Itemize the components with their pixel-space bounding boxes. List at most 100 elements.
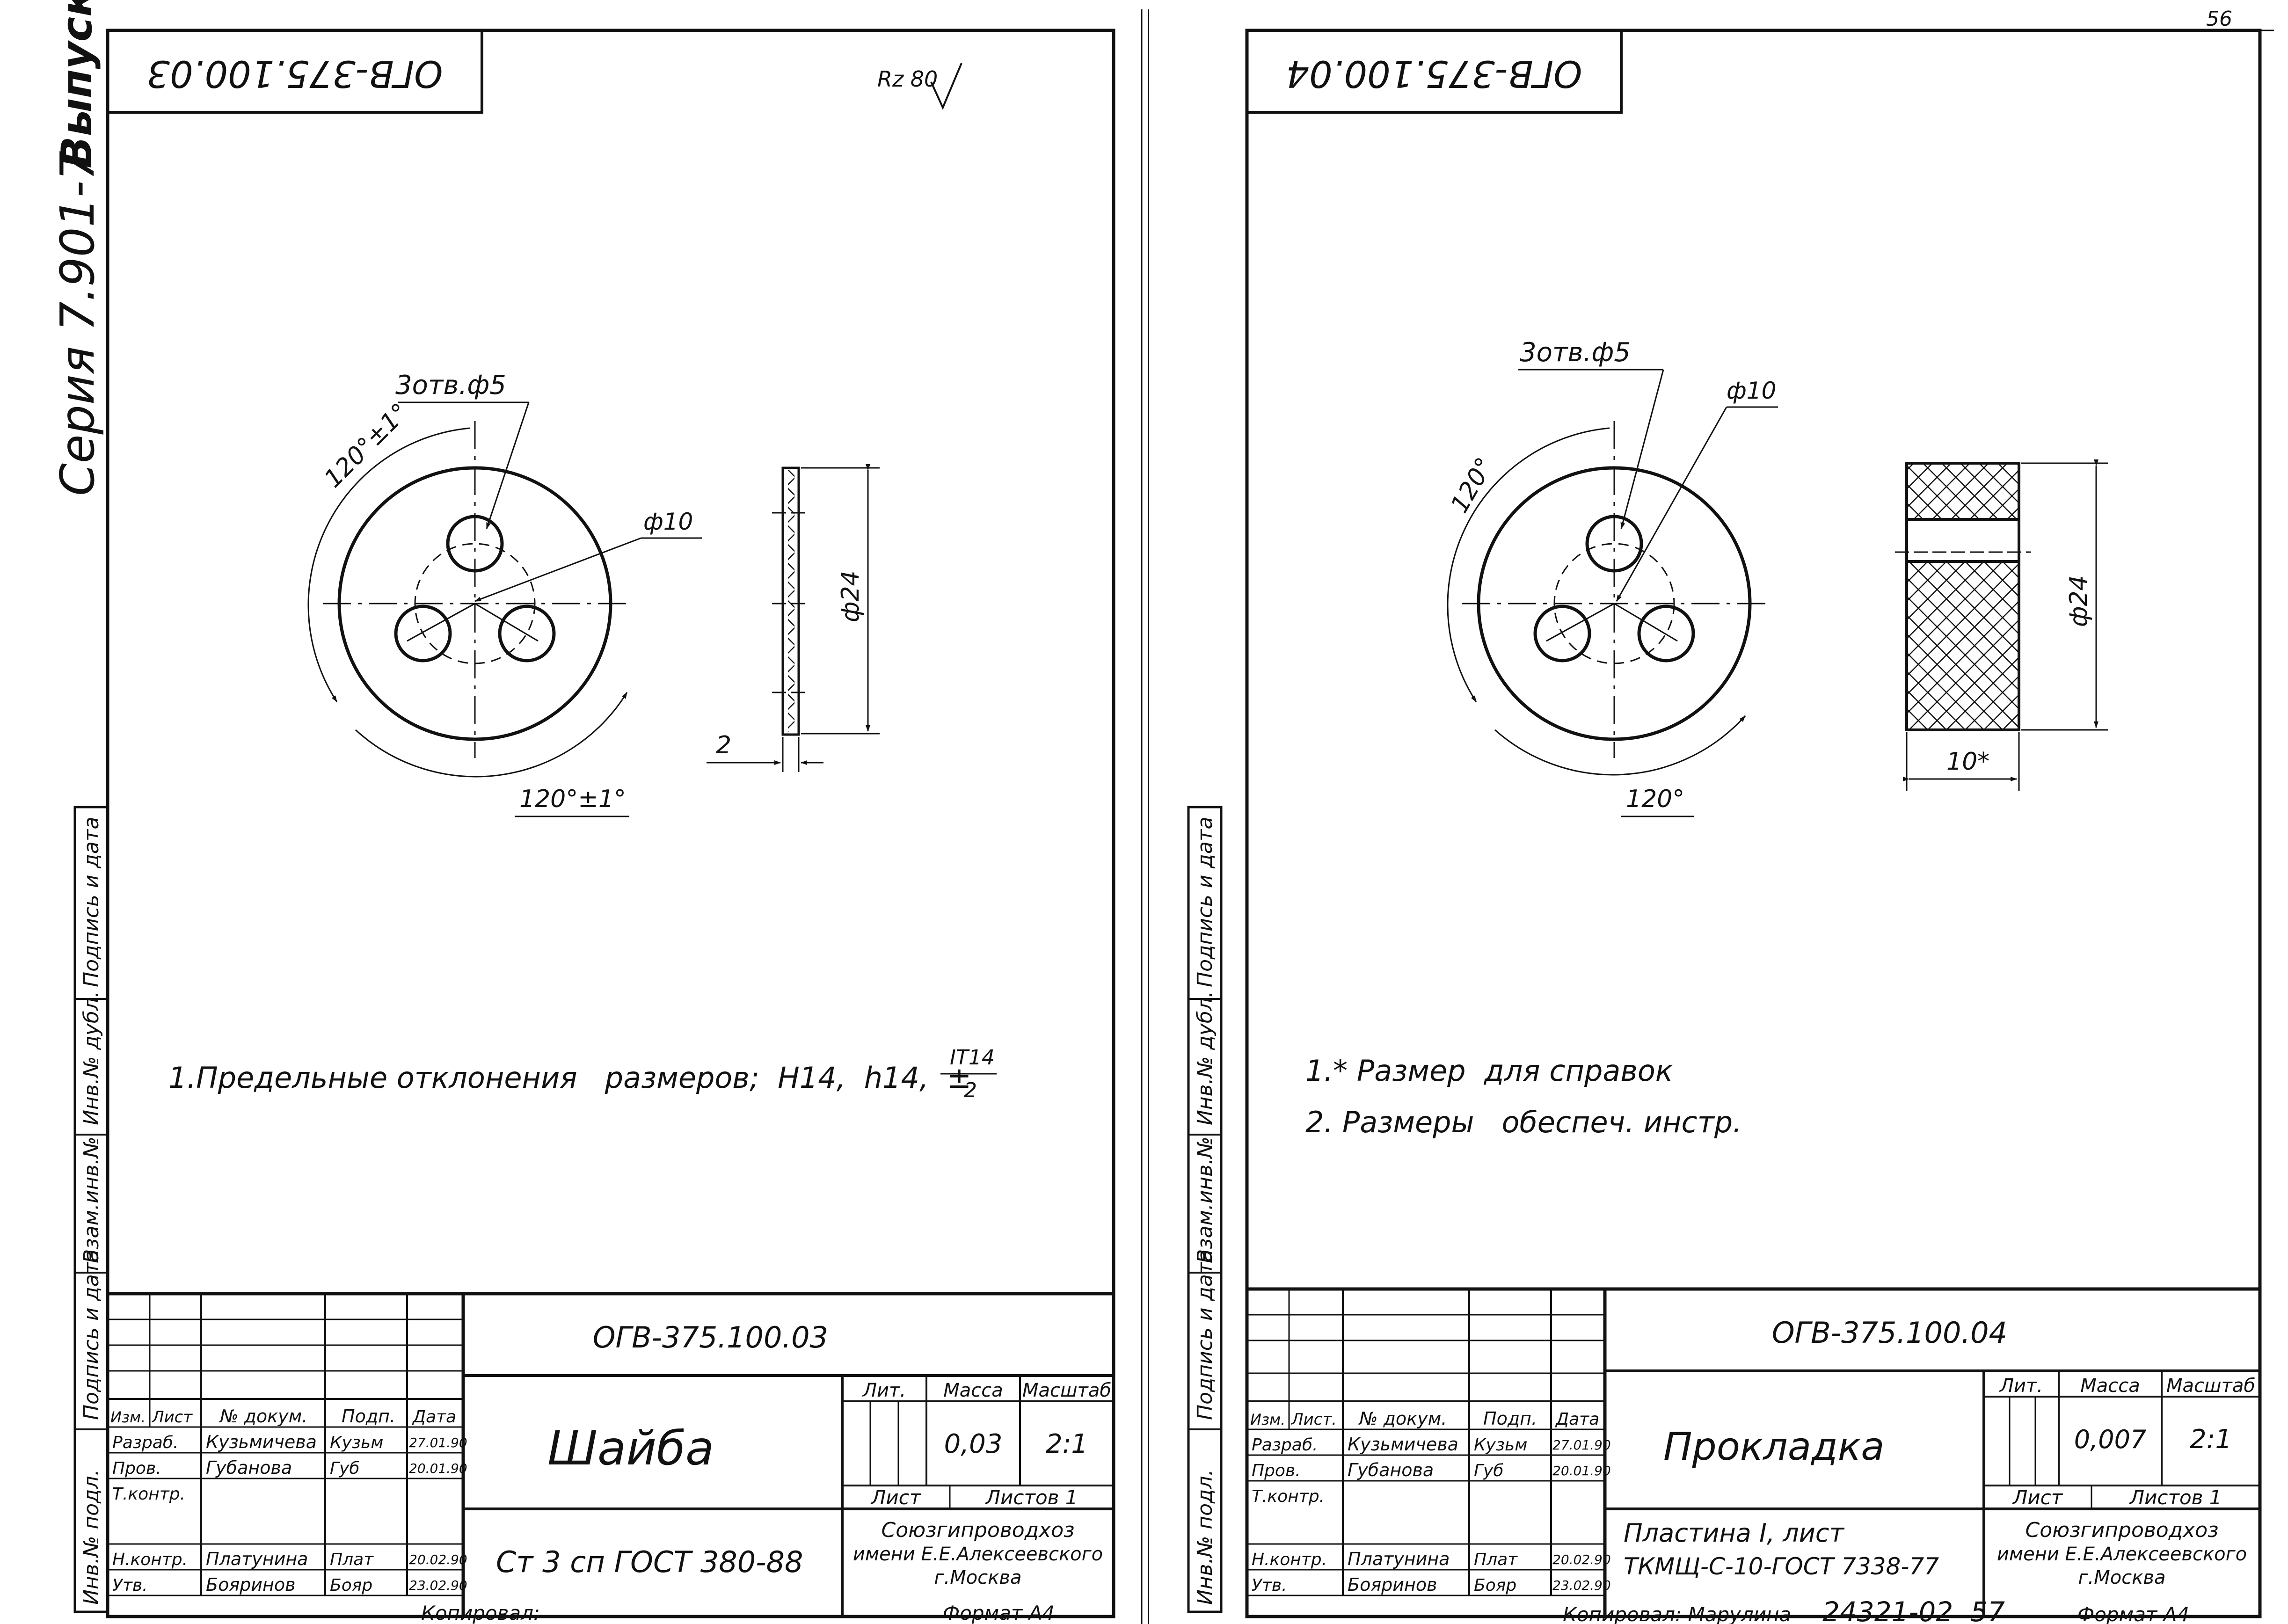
note-gasket-1: 1.* Размер для справок <box>1305 1054 1673 1088</box>
row-sig-washer-2: Губ <box>330 1459 360 1478</box>
mass-label-washer: Масса <box>943 1380 1003 1401</box>
part-name-gasket: Прокладка <box>1663 1425 1885 1469</box>
row-name-gasket-5: Бояринов <box>1348 1574 1437 1595</box>
stamp-label-5: Инв.№ подл. <box>80 1469 103 1605</box>
col-izm-gasket: Изм. <box>1250 1411 1285 1428</box>
row-name-gasket-4: Платунина <box>1348 1549 1450 1569</box>
dim-angle-top-washer: 120°±1° <box>319 398 415 494</box>
row-date-gasket-5: 23.02.90 <box>1552 1578 1611 1593</box>
row-name-washer-5: Бояринов <box>206 1574 295 1595</box>
series-label: Серия 7.901-7 <box>50 151 105 496</box>
mass-washer: 0,03 <box>944 1429 1003 1459</box>
stamp-label-r1: Подпись и дата <box>1193 817 1217 987</box>
row-date-gasket-1: 27.01.90 <box>1552 1437 1611 1453</box>
title-block-gasket: Лит. Масса Масштаб 0,007 2:1 Лист Листов… <box>1247 1287 2260 1617</box>
org-gasket-2: имени Е.Е.Алексеевского <box>1997 1544 2247 1565</box>
issue-label: Выпуск 1 <box>52 0 102 168</box>
sheet-label-washer: Лист <box>870 1486 922 1509</box>
row-name-gasket-2: Губанова <box>1348 1460 1434 1480</box>
stamp-label-4: Подпись и дата <box>80 1250 103 1420</box>
stamp-label-3: Взам.инв.№ <box>80 1136 103 1263</box>
material-gasket-1: Пластина I, лист <box>1624 1518 1845 1548</box>
row-sig-gasket-1: Кузьм <box>1474 1435 1527 1455</box>
stamp-label-1: Подпись и дата <box>80 817 103 987</box>
org-washer-1: Союзгипроводхоз <box>881 1518 1074 1542</box>
dim-thickness-gasket: 10* <box>1946 748 1989 776</box>
sheets-label-washer: Листов 1 <box>985 1486 1078 1509</box>
sheets-label-gasket: Листов 1 <box>2129 1486 2222 1509</box>
col-doc-gasket: № докум. <box>1358 1408 1447 1429</box>
dim-d10-washer: ф10 <box>643 508 693 535</box>
stamp-label-r4: Подпись и дата <box>1193 1250 1217 1420</box>
row-sig-gasket-2: Губ <box>1474 1461 1504 1480</box>
row-role-washer-2: Пров. <box>112 1459 161 1478</box>
row-name-washer-1: Кузьмичева <box>206 1432 317 1452</box>
col-doc-washer: № докум. <box>219 1406 307 1427</box>
row-date-washer-4: 20.02.90 <box>409 1552 467 1567</box>
footer-format-washer: Формат А4 <box>943 1602 1055 1624</box>
scale-label-gasket: Масштаб <box>2166 1375 2255 1397</box>
row-date-gasket-2: 20.01.90 <box>1552 1463 1611 1478</box>
sheet-washer: ОГВ-375.100.03 Rz 80 3отв.ф5 ф10 120°±1°… <box>106 29 1115 1624</box>
col-list-gasket: Лист. <box>1290 1410 1337 1429</box>
title-block-washer: Лит. Масса Масштаб 0,03 2:1 Лист Листов … <box>108 1292 1114 1617</box>
row-sig-gasket-5: Бояр <box>1474 1576 1516 1595</box>
row-role-gasket-1: Разраб. <box>1252 1435 1318 1455</box>
col-izm-washer: Изм. <box>110 1408 146 1426</box>
code-box-gasket: ОГВ-375.100.04 <box>1286 52 1582 95</box>
footer-copied-washer: Копировал: <box>421 1602 540 1624</box>
sheet-gasket: ОГВ-375.100.04 3отв.ф5 ф10 120° 120° ф24 <box>1245 29 2262 1624</box>
material-gasket-2: ТКМЩ-С-10-ГОСТ 7338-77 <box>1624 1553 1939 1580</box>
row-role-washer-3: Т.контр. <box>112 1485 185 1504</box>
footer-stamp-gasket: 24321-02 57 <box>1822 1596 2005 1624</box>
mass-gasket: 0,007 <box>2074 1425 2147 1454</box>
row-role-washer-4: Н.контр. <box>112 1550 188 1569</box>
code-box-washer: ОГВ-375.100.03 <box>146 52 443 95</box>
note-washer-frac-num: IT14 <box>950 1046 995 1070</box>
col-date-gasket: Дата <box>1555 1410 1599 1429</box>
dim-d10-gasket: ф10 <box>1727 377 1776 404</box>
row-name-washer-4: Платунина <box>206 1549 308 1569</box>
org-washer-2: имени Е.Е.Алексеевского <box>853 1544 1103 1565</box>
material-washer: Ст 3 сп ГОСТ 380-88 <box>496 1545 803 1579</box>
scale-label-washer: Масштаб <box>1022 1380 1111 1401</box>
note-washer-frac-den: 2 <box>964 1078 977 1102</box>
stamp-label-r3: Взам.инв.№ <box>1193 1136 1217 1263</box>
part-name-washer: Шайба <box>547 1421 714 1476</box>
note-washer-1: 1.Предельные отклонения размеров; H14, h… <box>168 1061 971 1095</box>
row-name-washer-2: Губанова <box>206 1457 292 1478</box>
dim-holes-washer: 3отв.ф5 <box>395 370 506 401</box>
stamp-label-r5: Инв.№ подл. <box>1193 1469 1217 1605</box>
scale-washer: 2:1 <box>1046 1429 1088 1459</box>
dim-d24-washer: ф24 <box>837 570 865 622</box>
scale-gasket: 2:1 <box>2190 1424 2232 1455</box>
row-sig-washer-1: Кузьм <box>330 1433 383 1452</box>
dim-thickness-washer: 2 <box>716 731 731 759</box>
roughness-mark: Rz 80 <box>877 66 938 92</box>
stamp-label-r2: Инв.№ дубл. <box>1193 991 1217 1125</box>
dim-angle-bottom-washer: 120°±1° <box>519 785 626 813</box>
dim-holes-gasket: 3отв.ф5 <box>1520 337 1631 368</box>
title-code-gasket: ОГВ-375.100.04 <box>1772 1316 2007 1350</box>
row-role-gasket-4: Н.контр. <box>1252 1550 1327 1569</box>
side-strip-right: Подпись и дата Инв.№ дубл. Взам.инв.№ По… <box>1187 806 1223 1613</box>
lit-label-washer: Лит. <box>862 1380 906 1401</box>
row-role-gasket-5: Утв. <box>1252 1576 1287 1595</box>
note-gasket-2: 2. Размеры обеспеч. инстр. <box>1305 1105 1742 1139</box>
lit-label-gasket: Лит. <box>1999 1375 2043 1397</box>
row-date-washer-2: 20.01.90 <box>409 1461 467 1476</box>
side-strip-left: Серия 7.901-7 Выпуск 1 Подпись и дата Ин… <box>50 0 109 1613</box>
col-sign-washer: Подп. <box>342 1406 395 1427</box>
sheet-label-gasket: Лист <box>2012 1486 2063 1509</box>
row-role-gasket-2: Пров. <box>1252 1461 1301 1480</box>
row-date-washer-5: 23.02.90 <box>409 1578 467 1593</box>
mass-label-gasket: Масса <box>2080 1375 2140 1397</box>
footer-copied-gasket: Копировал: Марулина <box>1563 1603 1791 1624</box>
stamp-label-2: Инв.№ дубл. <box>80 991 103 1125</box>
row-role-gasket-3: Т.контр. <box>1252 1487 1325 1506</box>
org-gasket-3: г.Москва <box>2078 1567 2166 1588</box>
row-date-washer-1: 27.01.90 <box>409 1435 467 1450</box>
dim-d24-gasket: ф24 <box>2065 575 2093 627</box>
row-name-gasket-1: Кузьмичева <box>1348 1434 1458 1455</box>
